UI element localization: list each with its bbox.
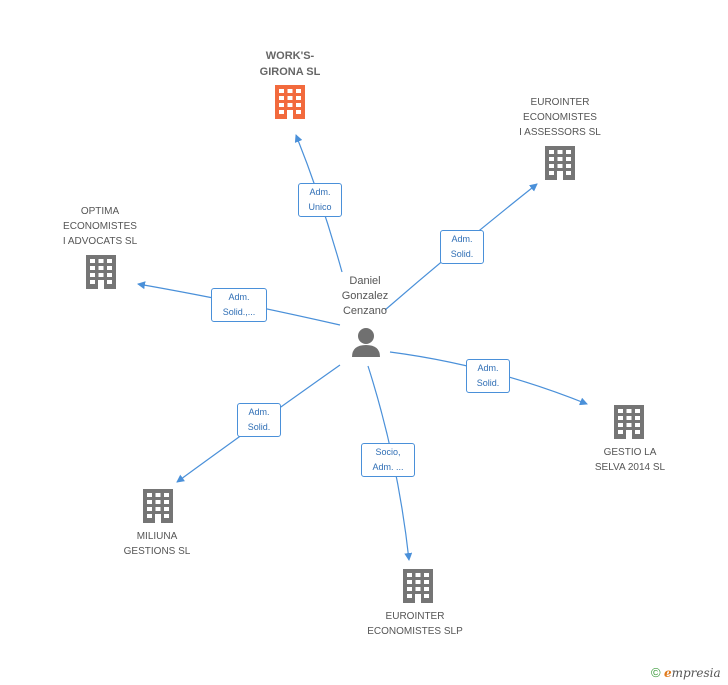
building-icon-eurointer-slp[interactable] bbox=[403, 569, 433, 603]
person-name-line1: Daniel bbox=[349, 275, 381, 287]
relation-line: Solid.,... bbox=[222, 307, 256, 317]
company-name-line: WORK'S- bbox=[265, 50, 315, 62]
company-name-line: ECONOMISTES SLP bbox=[367, 626, 463, 637]
relation-line: Adm. bbox=[309, 187, 331, 197]
relation-badge-eurointer-slp[interactable]: Socio, Adm. ... bbox=[361, 443, 415, 477]
relation-badge-eurointer-assessors[interactable]: Adm. Solid. bbox=[440, 230, 484, 264]
copyright-icon: © bbox=[651, 665, 661, 680]
person-name[interactable]: Daniel Gonzalez Cenzano bbox=[330, 274, 400, 319]
brand-logo: © empresia bbox=[651, 665, 721, 680]
building-icon-works-girona[interactable] bbox=[275, 85, 305, 119]
relation-line: Adm. bbox=[228, 292, 250, 302]
relation-badge-gestio[interactable]: Adm. Solid. bbox=[466, 359, 510, 393]
relation-badge-miliuna[interactable]: Adm. Solid. bbox=[237, 403, 281, 437]
person-icon[interactable] bbox=[352, 328, 380, 357]
person-name-line3: Cenzano bbox=[342, 305, 388, 317]
relation-line: Solid. bbox=[476, 378, 500, 388]
relation-line: Adm. bbox=[477, 363, 499, 373]
person-name-line2: Gonzalez bbox=[341, 290, 389, 302]
company-name-line: GIRONA SL bbox=[259, 66, 321, 78]
company-name-line: ECONOMISTES bbox=[523, 112, 597, 123]
relation-line: Adm. bbox=[248, 407, 270, 417]
company-label-optima[interactable]: OPTIMA ECONOMISTES I ADVOCATS SL bbox=[40, 204, 160, 249]
company-label-works-girona[interactable]: WORK'S- GIRONA SL bbox=[240, 48, 340, 80]
company-name-line: I ASSESSORS SL bbox=[519, 127, 601, 138]
relation-badge-optima[interactable]: Adm. Solid.,... bbox=[211, 288, 267, 322]
building-icon-miliuna[interactable] bbox=[143, 489, 173, 523]
relation-line: Solid. bbox=[450, 249, 474, 259]
company-label-eurointer-slp[interactable]: EUROINTER ECONOMISTES SLP bbox=[355, 609, 475, 639]
company-name-line: MILIUNA bbox=[136, 531, 178, 542]
company-name-line: I ADVOCATS SL bbox=[62, 236, 138, 247]
brand-letter: e bbox=[663, 666, 672, 680]
relation-line: Socio, bbox=[375, 447, 401, 457]
building-icon-optima[interactable] bbox=[86, 255, 116, 289]
company-name-line: GESTIONS SL bbox=[123, 546, 191, 557]
relation-line: Adm. ... bbox=[372, 462, 404, 472]
company-name-line: OPTIMA bbox=[80, 206, 120, 217]
company-name-line: EUROINTER bbox=[530, 97, 590, 108]
company-label-eurointer-assessors[interactable]: EUROINTER ECONOMISTES I ASSESSORS SL bbox=[500, 95, 620, 140]
company-name-line: ECONOMISTES bbox=[63, 221, 137, 232]
relation-line: Unico bbox=[308, 202, 332, 212]
building-icon-eurointer-assessors[interactable] bbox=[545, 146, 575, 180]
brand-name: mpresia bbox=[671, 666, 721, 680]
company-label-gestio[interactable]: GESTIO LA SELVA 2014 SL bbox=[570, 445, 690, 475]
relation-line: Adm. bbox=[451, 234, 473, 244]
company-label-miliuna[interactable]: MILIUNA GESTIONS SL bbox=[100, 529, 214, 559]
building-icon-gestio[interactable] bbox=[614, 405, 644, 439]
relation-line: Solid. bbox=[247, 422, 271, 432]
company-name-line: EUROINTER bbox=[385, 611, 445, 622]
company-name-line: GESTIO LA bbox=[603, 447, 657, 458]
company-name-line: SELVA 2014 SL bbox=[594, 462, 666, 473]
relation-badge-works-girona[interactable]: Adm. Unico bbox=[298, 183, 342, 217]
